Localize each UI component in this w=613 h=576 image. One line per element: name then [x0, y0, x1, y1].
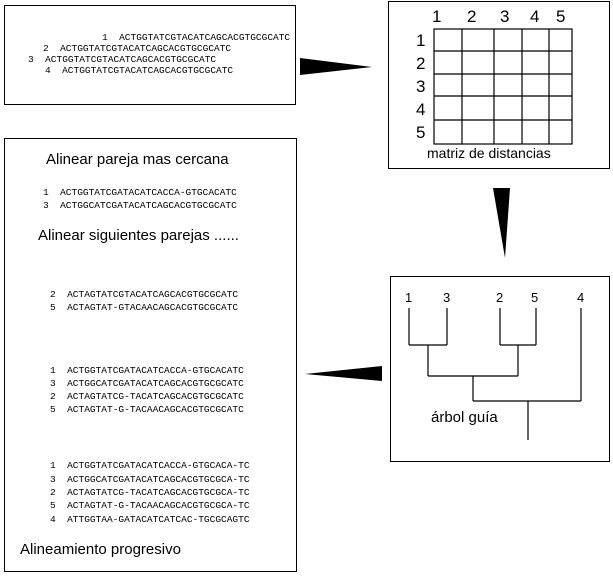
group5-seq-4: 4 ATTGGTAA-GATACATCATCAC-TGCGCAGTC	[50, 514, 250, 525]
matrix-caption: matriz de distancias	[427, 145, 551, 161]
matrix-grid	[433, 28, 573, 145]
input-sequences-box: 1 ACTGGTATCGTACATCAGCACGTGCGCATC 2 ACTGG…	[4, 5, 296, 105]
arrow-right-icon	[300, 58, 372, 75]
group4-seq-5: 5 ACTAGTAT-G-TACAACAGCACGTGCGCATC	[50, 404, 244, 415]
matrix-row-header-1: 1	[416, 31, 426, 50]
group4-seq-1: 1 ACTGGTATCGATACATCACCA-GTGCACATC	[50, 365, 244, 376]
group5-seq-1: 1 ACTGGTATCGATACATCACCA-GTGCACA-TC	[50, 460, 250, 471]
tree-leaf-1: 1	[405, 290, 413, 305]
tree-leaf-5: 5	[531, 290, 539, 305]
matrix-row-header-4: 4	[416, 100, 426, 119]
pair1-seq-3: 3 ACTGGCATCGATACATCAGCACGTGCGCATC	[43, 200, 237, 211]
guide-tree-box: 1 3 2 5 4 árbol guía	[390, 276, 610, 462]
group4-seq-3: 3 ACTGGCATCGATACATCAGCACGTGCGCATC	[50, 378, 244, 389]
group5-seq-2: 2 ACTAGTATCG-TACATCAGCACGTGCGCA-TC	[50, 487, 250, 498]
matrix-col-header-5: 5	[556, 7, 566, 26]
group5-seq-3: 3 ACTGGCATCGATACATCAGCACGTGCGCA-TC	[50, 474, 250, 485]
input-seq-1: 1 ACTGGTATCGTACATCAGCACGTGCGCATC	[102, 32, 291, 43]
distance-matrix-box: 1 2 3 4 5 1 2 3 4 5 matriz de distancias	[388, 1, 610, 169]
input-seq-2: 2 ACTGGTATCGTACATCAGCACGTGCGCATC	[43, 43, 232, 54]
alignment-title-closest-pair: Alinear pareja mas cercana	[46, 151, 229, 168]
matrix-row-header-3: 3	[416, 77, 426, 96]
alignment-title-next-pairs: Alinear siguientes parejas ......	[38, 227, 239, 244]
input-seq-4: 4 ACTGGTATCGTACATCAGCACGTGCGCATC	[45, 65, 234, 76]
alignment-footer: Alineamiento progresivo	[20, 541, 181, 558]
guide-tree-dendrogram	[408, 308, 582, 440]
matrix-col-header-4: 4	[530, 7, 540, 26]
tree-leaf-2: 2	[496, 290, 504, 305]
group5-seq-5: 5 ACTAGTAT-G-TACAACAGCACGTGCGCA-TC	[50, 500, 250, 511]
tree-leaf-4: 4	[577, 290, 585, 305]
pair2-seq-2: 2 ACTAGTATCGTACATCAGCACGTGCGCATC	[50, 289, 239, 300]
tree-leaf-3: 3	[443, 290, 451, 305]
pair1-seq-1: 1 ACTGGTATCGATACATCACCA-GTGCACATC	[43, 187, 237, 198]
matrix-row-header-5: 5	[416, 123, 426, 142]
matrix-row-header-2: 2	[416, 54, 426, 73]
matrix-col-header-1: 1	[432, 7, 442, 26]
arrow-down-icon	[493, 188, 510, 258]
progressive-alignment-box: Alinear pareja mas cercana 1 ACTGGTATCGA…	[4, 138, 297, 572]
tree-caption: árbol guía	[431, 409, 498, 426]
arrow-left-icon	[305, 366, 382, 381]
pair2-seq-5: 5 ACTAGTAT-GTACAACAGCACGTGCGCATC	[50, 302, 239, 313]
matrix-col-header-3: 3	[500, 7, 510, 26]
matrix-col-header-2: 2	[467, 7, 477, 26]
input-seq-3: 3 ACTGGTATCGTACATCAGCACGTGCGCATC	[28, 54, 217, 65]
group4-seq-2: 2 ACTAGTATCG-TACATCAGCACGTGCGCATC	[50, 391, 244, 402]
